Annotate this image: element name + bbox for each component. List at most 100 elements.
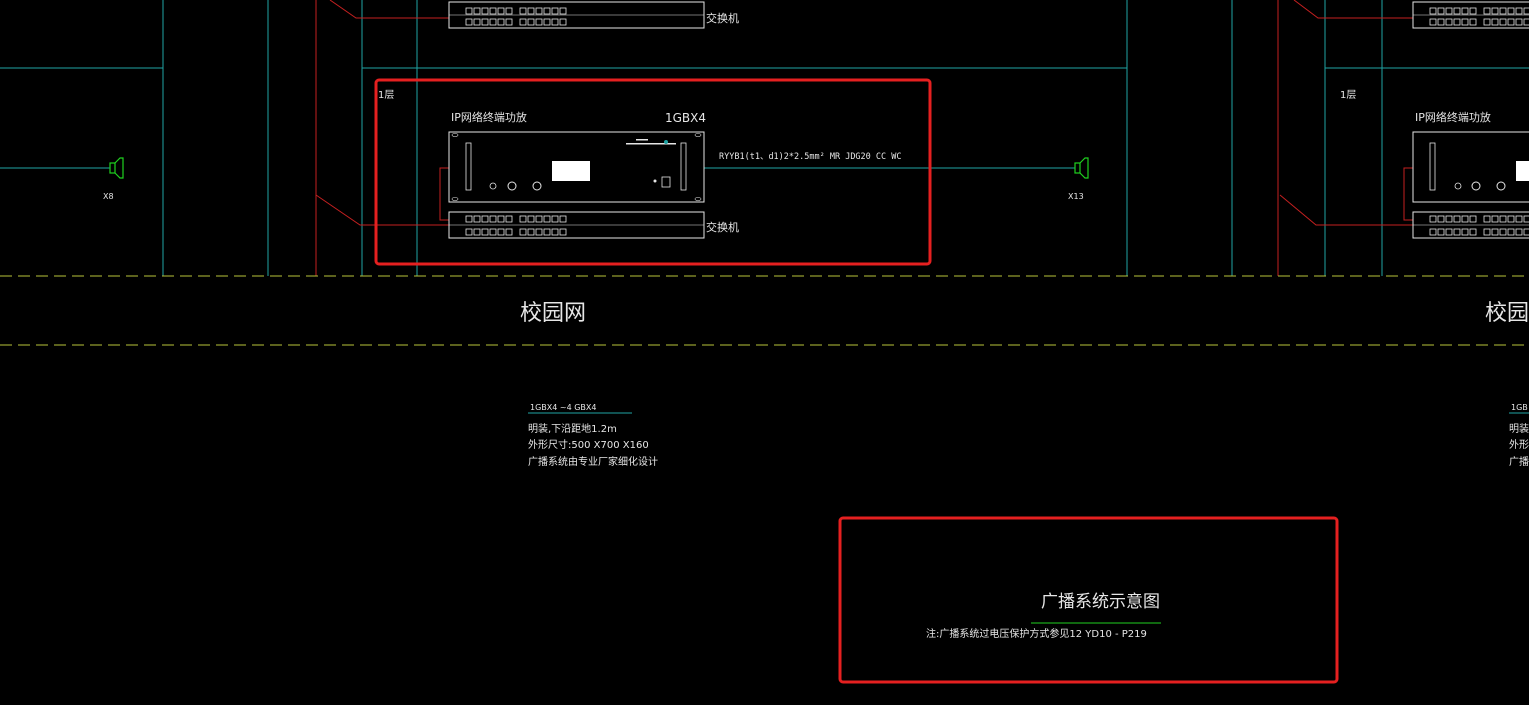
switch-port	[527, 7, 535, 15]
spec-heading-right: 1GB	[1511, 403, 1528, 412]
switch-port	[551, 18, 559, 26]
switch-port	[543, 7, 551, 15]
device-title-right: IP网络终端功放	[1415, 110, 1491, 124]
switch-port	[543, 18, 551, 26]
switch-port	[489, 228, 497, 236]
amplifier-unit	[448, 131, 705, 203]
switch-port	[1453, 228, 1461, 236]
switch-port	[1515, 228, 1523, 236]
switch-port	[1429, 7, 1437, 15]
switch-port	[1453, 18, 1461, 26]
switch-port	[1483, 18, 1491, 26]
speaker-left[interactable]: X8	[103, 157, 124, 201]
spec-line-1-right: 明装,	[1509, 422, 1529, 435]
switch-port	[1469, 18, 1477, 26]
switch-port	[1507, 215, 1515, 223]
switch-port	[559, 228, 567, 236]
spec-line-2: 外形尺寸:500 X700 X160	[528, 438, 649, 451]
spec-line-1: 明装,下沿距地1.2m	[528, 422, 617, 435]
switch-port	[551, 228, 559, 236]
switch-port	[559, 215, 567, 223]
campus-network-bus	[0, 275, 1529, 346]
switch-port	[505, 18, 513, 26]
switch-port	[527, 18, 535, 26]
switch-port	[1469, 228, 1477, 236]
switch-port	[551, 215, 559, 223]
switch-port	[473, 18, 481, 26]
switch-port	[1491, 228, 1499, 236]
switch-port	[535, 228, 543, 236]
speaker-icon	[1074, 157, 1089, 179]
switch-port	[1469, 7, 1477, 15]
switch-main: 交换机	[448, 211, 739, 239]
switch-port	[489, 18, 497, 26]
switch-port	[1445, 18, 1453, 26]
switch-port	[559, 18, 567, 26]
switch-port	[473, 7, 481, 15]
switch-ports	[1429, 215, 1529, 236]
spec-line-3: 广播系统由专业厂家细化设计	[528, 455, 658, 468]
switch-port	[1483, 7, 1491, 15]
switch-port	[1491, 7, 1499, 15]
drawing-note: 注:广播系统过电压保护方式参见12 YD10 - P219	[926, 627, 1147, 640]
switch-port	[1437, 7, 1445, 15]
switch-port	[497, 7, 505, 15]
switch-port	[1429, 215, 1437, 223]
switch-port	[1437, 215, 1445, 223]
switch-port	[1515, 18, 1523, 26]
switch-port	[1445, 7, 1453, 15]
device-code: 1GBX4	[665, 111, 706, 125]
switch-port	[489, 7, 497, 15]
amplifier-block[interactable]: 1层 IP网络终端功放 1GBX4	[378, 89, 902, 239]
switch-port	[551, 7, 559, 15]
highlight-box-amplifier	[374, 78, 932, 266]
switch-label-top: 交换机	[706, 11, 739, 25]
switch-ports	[1429, 7, 1529, 26]
campus-network-label-right: 校园网	[1485, 301, 1529, 326]
switch-port	[505, 215, 513, 223]
switch-port	[1429, 18, 1437, 26]
switch-port	[559, 7, 567, 15]
switch-ports	[465, 215, 567, 236]
switch-port	[465, 215, 473, 223]
amplifier-block-right: 1层 IP网络终端功放	[1340, 89, 1529, 239]
switch-port	[1483, 228, 1491, 236]
switch-port	[1453, 7, 1461, 15]
switch-port	[1491, 215, 1499, 223]
speaker-icon	[109, 157, 124, 179]
switch-port	[1461, 215, 1469, 223]
spec-note-right: 1GB 明装, 外形尺 广播系	[1509, 403, 1529, 468]
drawing-title-block[interactable]: 广播系统示意图 注:广播系统过电压保护方式参见12 YD10 - P219	[926, 592, 1161, 640]
switch-port	[465, 228, 473, 236]
switch-port	[1507, 228, 1515, 236]
switch-port	[1469, 215, 1477, 223]
speaker-right[interactable]: X13	[1068, 157, 1089, 201]
speaker-label-right: X13	[1068, 192, 1084, 201]
switch-top-left: 交换机	[448, 1, 739, 29]
switch-port	[535, 215, 543, 223]
switch-port	[1499, 228, 1507, 236]
red-network-lines	[315, 0, 1413, 276]
switch-port	[1437, 18, 1445, 26]
floor-label: 1层	[378, 89, 394, 101]
switch-port	[519, 18, 527, 26]
switch-port	[519, 228, 527, 236]
switch-port	[1507, 18, 1515, 26]
drawing-title: 广播系统示意图	[1041, 592, 1160, 612]
switch-port	[481, 228, 489, 236]
switch-port	[527, 215, 535, 223]
switch-port	[1523, 7, 1529, 15]
cyan-structure-lines	[0, 0, 1529, 276]
switch-port	[489, 215, 497, 223]
switch-port	[1515, 215, 1523, 223]
switch-port	[465, 18, 473, 26]
switch-port	[519, 7, 527, 15]
switch-port	[1453, 215, 1461, 223]
switch-port	[497, 228, 505, 236]
switch-port	[535, 7, 543, 15]
switch-port	[1483, 215, 1491, 223]
switch-port	[1461, 228, 1469, 236]
floor-label-right: 1层	[1340, 89, 1356, 101]
switch-port	[1499, 7, 1507, 15]
switch-port	[497, 215, 505, 223]
